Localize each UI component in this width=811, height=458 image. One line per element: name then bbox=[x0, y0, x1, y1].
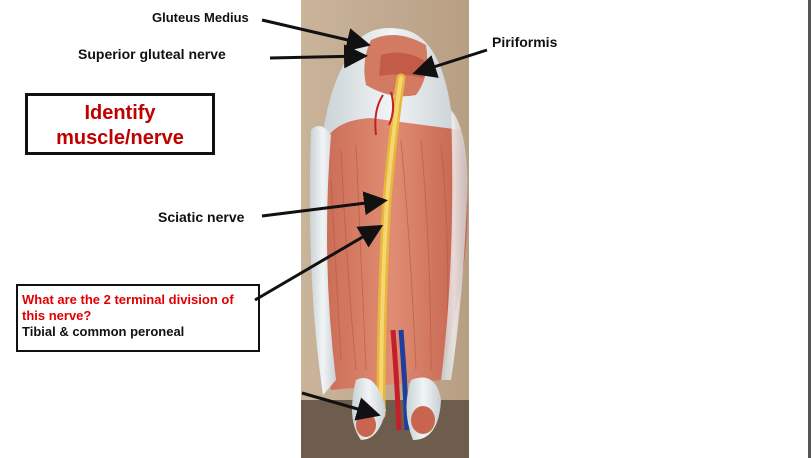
sciatic-nerve-arrow bbox=[261, 191, 388, 218]
question-text: What are the 2 terminal division of this… bbox=[22, 292, 234, 323]
superior-gluteal-nerve-label: Superior gluteal nerve bbox=[78, 46, 226, 62]
question-to-nerve-arrow bbox=[254, 224, 384, 302]
question-box: What are the 2 terminal division of this… bbox=[16, 284, 260, 352]
title-line-1: Identify bbox=[84, 102, 156, 124]
sciatic-nerve-label: Sciatic nerve bbox=[158, 209, 245, 225]
gluteus-medius-label: Gluteus Medius bbox=[152, 10, 249, 25]
superior-gluteal-nerve-arrow bbox=[269, 44, 368, 69]
thigh-anatomy-model-image bbox=[301, 0, 469, 458]
window-edge-border bbox=[808, 0, 811, 458]
piriformis-arrow bbox=[412, 48, 488, 78]
title-line-2: muscle/nerve bbox=[56, 127, 184, 149]
gluteus-medius-arrow bbox=[261, 18, 371, 52]
piriformis-label: Piriformis bbox=[492, 34, 558, 50]
terminal-division-arrow bbox=[301, 391, 381, 421]
answer-text: Tibial & common peroneal bbox=[22, 324, 185, 339]
identify-title-box: Identify muscle/nerve bbox=[25, 93, 215, 155]
